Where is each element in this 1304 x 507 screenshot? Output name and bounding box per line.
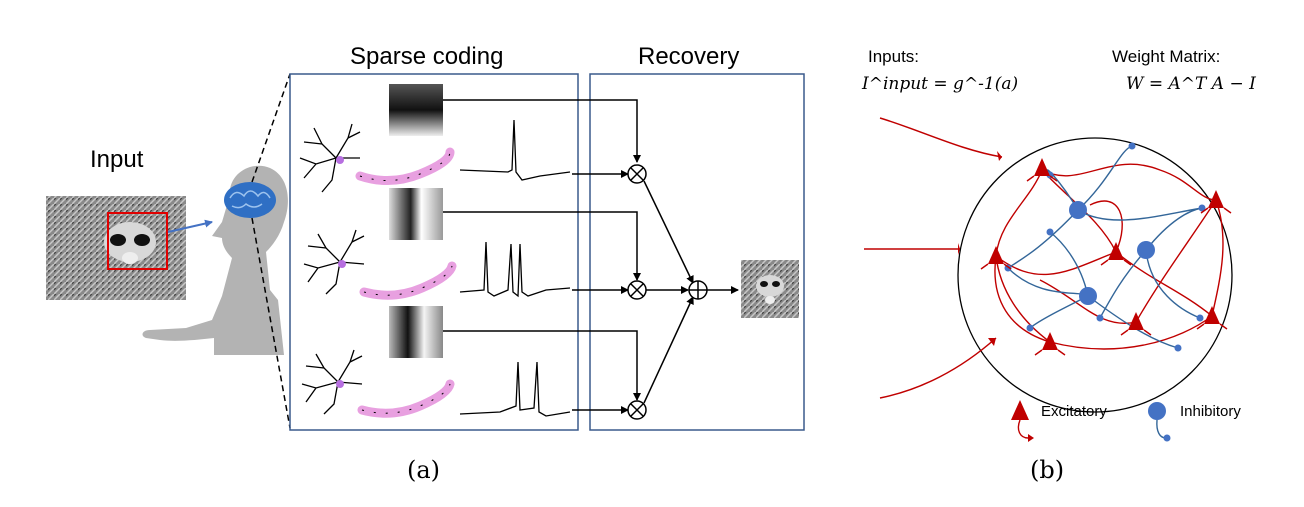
- sum-arrow-1: [643, 180, 694, 284]
- caption-b: (b): [1030, 456, 1065, 484]
- spike-trace-2: [459, 241, 571, 298]
- inhibitory-neurons: [1069, 201, 1155, 305]
- patch-1-arrow: [443, 99, 641, 163]
- excitatory-connections: [994, 163, 1224, 350]
- multiply-node-2: [627, 280, 647, 300]
- input-arrow: [167, 219, 213, 233]
- weight-matrix-formula: W = A^T A − I: [1126, 74, 1256, 94]
- zoom-line-bottom: [251, 217, 291, 429]
- patch-2-arrow: [443, 211, 641, 281]
- excitatory-legend-icon: [1011, 400, 1034, 442]
- spike-trace-1: [459, 119, 571, 181]
- legend-inhibitory-label: Inhibitory: [1180, 403, 1241, 420]
- sum-node: [688, 280, 708, 300]
- sparse-coding-title: Sparse coding: [350, 43, 504, 70]
- input-title: Input: [90, 146, 144, 173]
- crop-box: [107, 212, 168, 270]
- sum-arrow-3: [643, 296, 694, 404]
- multiply-node-1: [627, 164, 647, 184]
- input-fiber-1: [879, 117, 1003, 158]
- neuron-3-icon: [301, 349, 455, 418]
- sparse-coding-box: [289, 73, 579, 431]
- spike-trace-3: [459, 361, 571, 417]
- legend-excitatory-label: Excitatory: [1041, 403, 1107, 420]
- dictionary-patch-3: [389, 306, 443, 358]
- inhibitory-terminals: [1004, 142, 1206, 352]
- neuron-2-icon: [303, 229, 457, 300]
- weight-matrix-label: Weight Matrix:: [1112, 47, 1221, 66]
- inputs-label: Inputs:: [868, 47, 920, 66]
- caption-a: (a): [407, 456, 441, 484]
- neuron-1-icon: [299, 123, 455, 193]
- patch-3-arrow: [443, 330, 641, 401]
- network-circle: [957, 137, 1233, 413]
- recovered-image: [741, 260, 799, 318]
- dictionary-patch-1: [389, 84, 443, 136]
- excitatory-dendrites: [980, 175, 1232, 356]
- dictionary-patch-2: [389, 188, 443, 240]
- recovery-box: [589, 73, 805, 431]
- zoom-line-top: [251, 73, 291, 183]
- inhibitory-legend-icon: [1148, 402, 1171, 442]
- brain-icon: [224, 182, 276, 218]
- excitatory-neurons: [988, 158, 1224, 350]
- multiply-node-3: [627, 400, 647, 420]
- inputs-formula: I^input = g^-1(a): [862, 74, 1019, 94]
- input-fiber-3: [879, 337, 997, 399]
- recovery-title: Recovery: [638, 43, 740, 70]
- input-image: [46, 196, 186, 300]
